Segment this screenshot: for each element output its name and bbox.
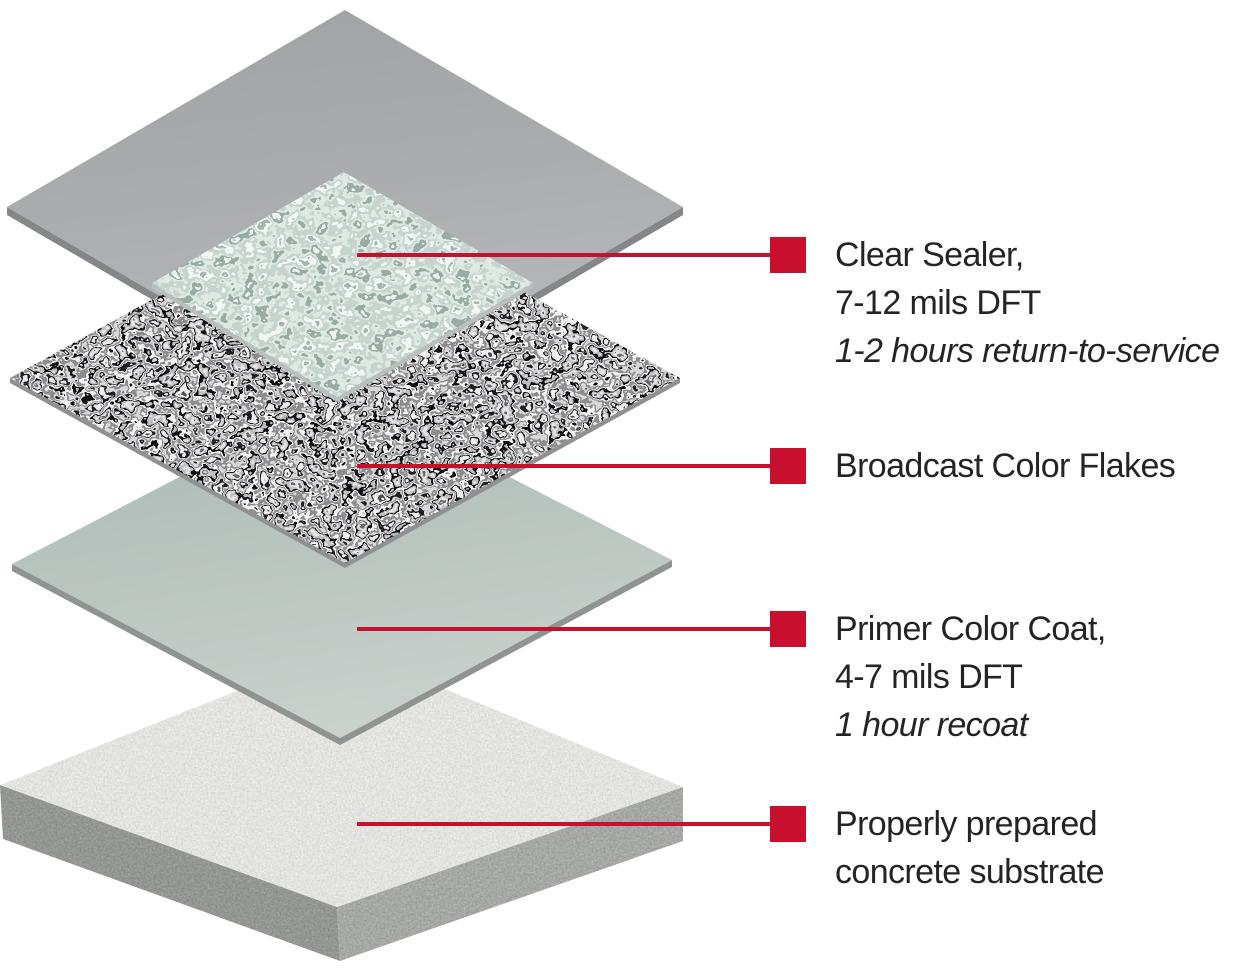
callout-text-line: 7-12 mils DFT (835, 284, 1041, 322)
callout-line-primer (357, 627, 770, 631)
callout-marker-primer (770, 611, 806, 647)
layer-stack-illustration (0, 10, 683, 961)
callout-text-line: Properly prepared (835, 805, 1098, 843)
callout-text-line: Clear Sealer, (835, 236, 1024, 274)
callout-line-clear-sealer (357, 253, 770, 257)
callout-text-line: concrete substrate (835, 853, 1105, 891)
callout-text-line: 1-2 hours return-to-service (835, 332, 1220, 370)
callout-line-substrate (357, 822, 770, 826)
callout-text-line: 4-7 mils DFT (835, 658, 1023, 696)
callout-line-broadcast-flakes (357, 464, 770, 468)
callout-substrate: Properly prepared concrete substrate (835, 800, 1239, 896)
callout-text-line: Primer Color Coat, (835, 610, 1106, 648)
callout-primer: Primer Color Coat, 4-7 mils DFT 1 hour r… (835, 605, 1239, 749)
callout-marker-substrate (770, 806, 806, 842)
callout-broadcast-flakes: Broadcast Color Flakes (835, 442, 1239, 490)
callout-text-line: 1 hour recoat (835, 706, 1028, 744)
callout-marker-broadcast-flakes (770, 448, 806, 484)
callout-text-line: Broadcast Color Flakes (835, 447, 1176, 485)
callout-marker-clear-sealer (770, 237, 806, 273)
callout-clear-sealer: Clear Sealer, 7-12 mils DFT 1-2 hours re… (835, 231, 1239, 375)
